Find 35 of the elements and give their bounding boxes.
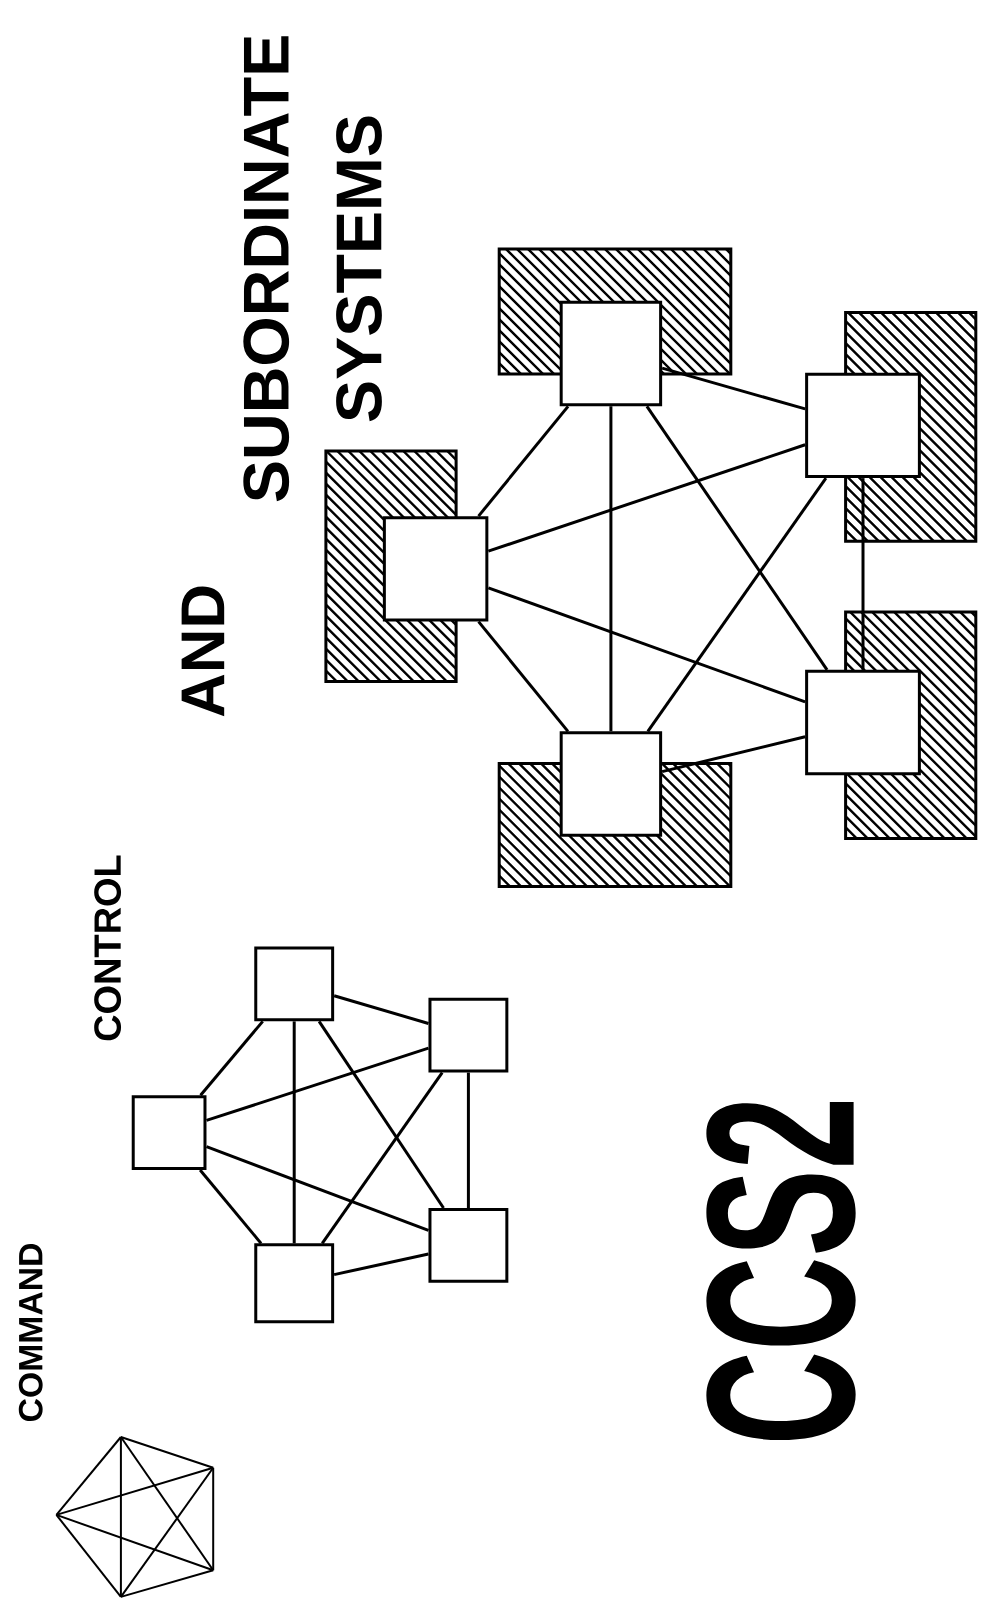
- connector-line: [609, 406, 613, 732]
- heading-text: AND: [181, 586, 225, 717]
- connector-line: [487, 586, 806, 704]
- connector-line: [661, 735, 806, 774]
- system-box: [428, 1208, 509, 1283]
- heading-text: CCS2: [706, 1101, 856, 1440]
- heading-text: SUBORDINATE SYSTEMS: [243, 36, 382, 502]
- connector-line: [661, 366, 806, 411]
- system-box: [805, 669, 921, 776]
- system-box: [131, 1095, 207, 1170]
- connector-line: [861, 478, 865, 670]
- connector-line: [487, 443, 806, 553]
- connector-line: [645, 405, 829, 671]
- system-box: [428, 997, 509, 1073]
- connector-line: [206, 1046, 429, 1122]
- connector-line: [333, 1252, 429, 1277]
- system-box: [559, 731, 663, 837]
- system-box: [254, 1243, 335, 1324]
- connector-line: [321, 1071, 444, 1245]
- connector-line: [292, 1021, 296, 1244]
- connector-line: [205, 1145, 429, 1232]
- connector-line: [333, 994, 429, 1025]
- system-box: [382, 516, 489, 622]
- heading-text: COMMAND: [18, 1243, 43, 1422]
- system-box: [254, 946, 335, 1022]
- connector-line: [477, 620, 570, 733]
- system-box: [559, 300, 663, 407]
- heading-text: CONTROL: [94, 855, 122, 1041]
- connector-line: [199, 1020, 264, 1097]
- system-box: [805, 372, 921, 479]
- connector-line: [466, 1072, 470, 1208]
- connector-line: [646, 477, 828, 733]
- connector-line: [477, 405, 570, 518]
- connector-line: [317, 1020, 445, 1209]
- connector-line: [198, 1169, 263, 1245]
